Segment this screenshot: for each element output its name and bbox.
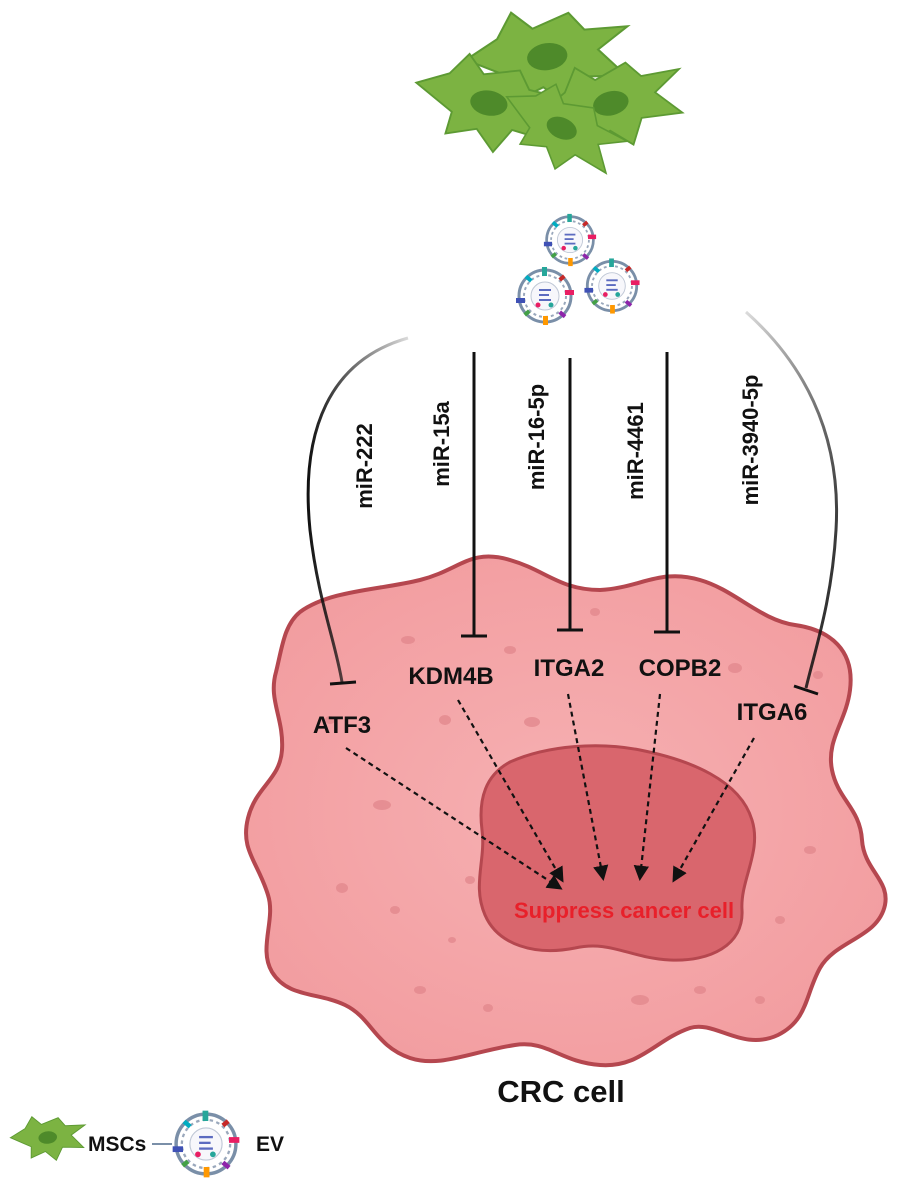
arrow-kdm4b [457, 699, 564, 883]
dashed-arrows [345, 693, 755, 890]
arrow-atf3 [345, 747, 563, 890]
outcome-label: Suppress cancer cell [514, 898, 734, 923]
legend-msc-label: MSCs [88, 1133, 146, 1156]
mirna-label-1: miR-15a [429, 400, 454, 486]
msc-cluster-icon [405, 0, 695, 192]
inhibition-bar-atf3 [329, 680, 357, 686]
inhibition-lines [306, 310, 839, 696]
gene-labels: ATF3 KDM4B ITGA2 COPB2 ITGA6 [313, 655, 807, 739]
gene-label-kdm4b: KDM4B [408, 663, 493, 690]
nucleus [477, 744, 757, 962]
cytoplasm-dots [325, 608, 823, 1012]
mirna-label-2: miR-16-5p [524, 384, 549, 490]
ev-legend-icon [170, 1108, 242, 1179]
inhibition-bar-itga6 [793, 684, 819, 696]
arrow-itga6 [672, 737, 755, 883]
gene-label-itga2: ITGA2 [534, 655, 605, 682]
arrow-copb2 [633, 693, 662, 882]
ev-cluster-icon [514, 212, 641, 327]
legend: MSCs EV [7, 1108, 284, 1179]
cell-label: CRC cell [497, 1074, 624, 1109]
inhibition-line-mir-3940-5p [745, 310, 839, 689]
inhibition-line-mir-222 [306, 336, 409, 683]
gene-label-copb2: COPB2 [639, 655, 722, 682]
mirna-label-4: miR-3940-5p [738, 375, 763, 506]
gene-label-atf3: ATF3 [313, 712, 371, 739]
gene-label-itga6: ITGA6 [737, 699, 808, 726]
mirna-label-3: miR-4461 [623, 402, 648, 500]
mirna-label-0: miR-222 [352, 423, 377, 509]
msc-legend-icon [7, 1110, 89, 1166]
arrow-itga2 [566, 693, 609, 882]
legend-ev-label: EV [256, 1133, 284, 1156]
mirna-labels: miR-222 miR-15a miR-16-5p miR-4461 miR-3… [352, 375, 763, 509]
